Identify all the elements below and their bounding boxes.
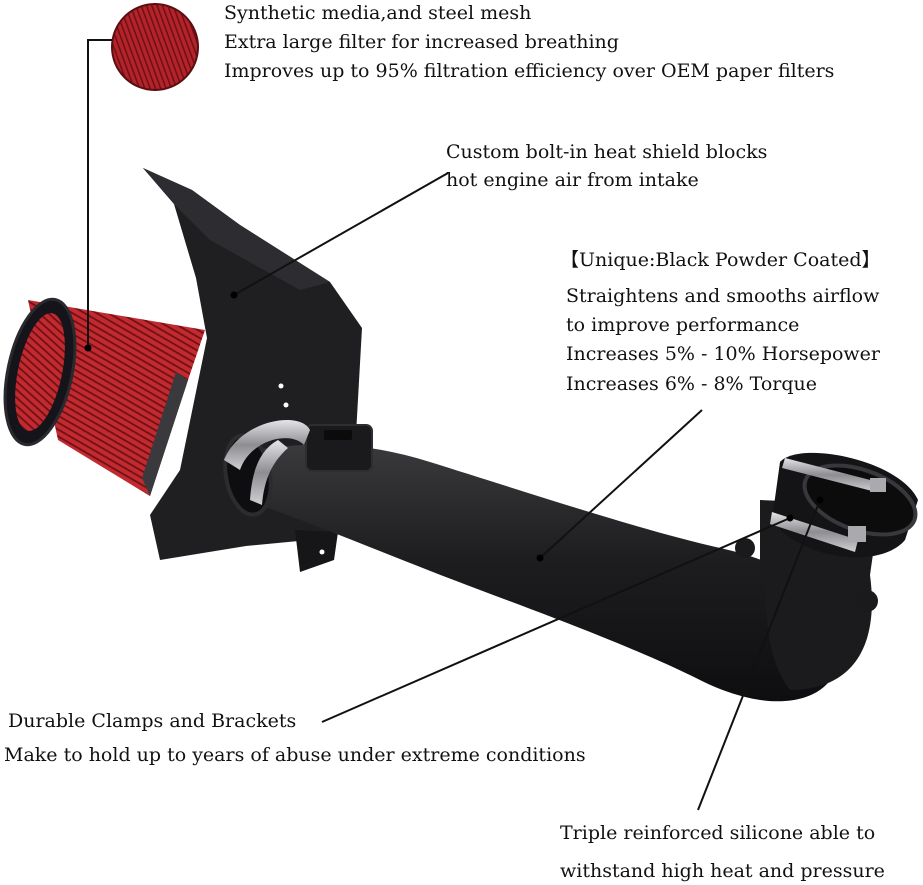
leader-dot-silicone (816, 496, 824, 504)
cone-filter (3, 297, 205, 496)
silicone-callout-line1: Triple reinforced silicone able to (560, 822, 876, 844)
clamps (224, 420, 886, 552)
filter-media-swatch (111, 3, 199, 91)
clamps-callout-line2: Make to hold up to years of abuse under … (4, 744, 586, 766)
silicone-callout-line2: withstand high heat and pressure (560, 860, 885, 882)
coating-callout-line4: Increases 6% - 8% Torque (566, 373, 818, 395)
coating-callout-title: 【Unique:Black Powder Coated】 (560, 249, 881, 271)
leader-coating (539, 409, 703, 559)
coating-callout-line1: Straightens and smooths airflow (566, 285, 880, 307)
filter-callout-line3: Improves up to 95% filtration efficiency… (224, 60, 835, 82)
heat-shield-callout-line2: hot engine air from intake (446, 169, 699, 191)
clamps-callout-line1: Durable Clamps and Brackets (8, 710, 297, 732)
coating-callout-line2: to improve performance (566, 314, 800, 336)
leader-dot-heat-shield (230, 291, 238, 299)
leader-dot-coating (536, 554, 544, 562)
coating-callout-line3: Increases 5% - 10% Horsepower (566, 343, 881, 365)
leader-heat-shield (233, 172, 449, 296)
leader-dot-filter (84, 344, 92, 352)
filter-callout-line1: Synthetic media,and steel mesh (224, 2, 532, 24)
heat-shield-callout-line1: Custom bolt-in heat shield blocks (446, 141, 768, 163)
leader-silicone (697, 499, 821, 811)
leader-dot-clamps (786, 514, 794, 522)
leader-lines (87, 39, 821, 811)
filter-callout-line2: Extra large filter for increased breathi… (224, 31, 619, 53)
leader-filter (87, 39, 112, 348)
leader-clamps (321, 517, 791, 723)
